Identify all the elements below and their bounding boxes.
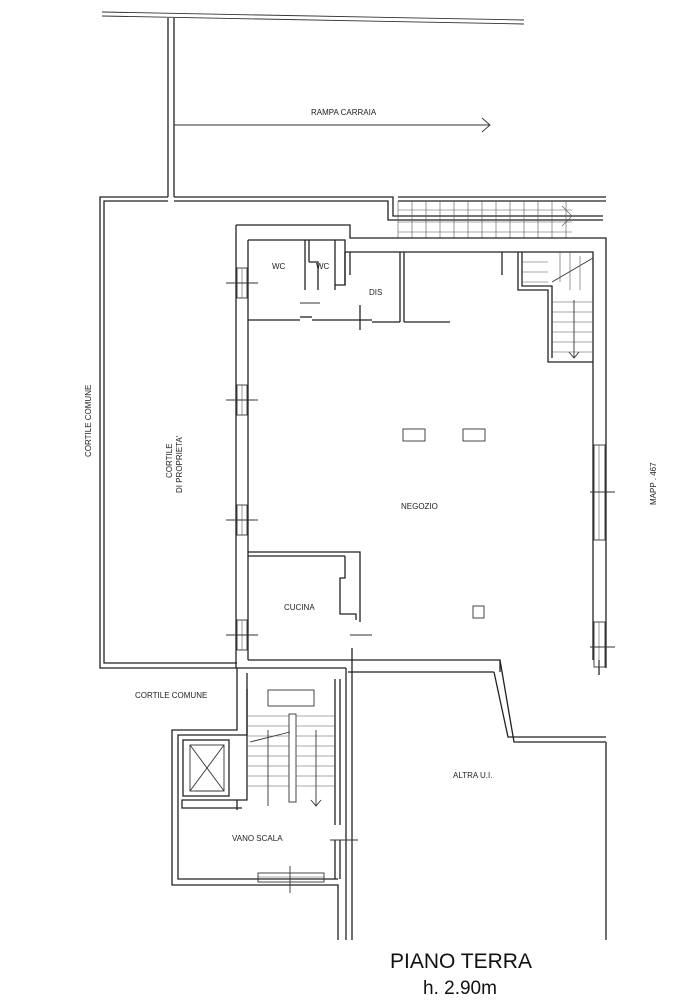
right-windows (590, 444, 615, 668)
cucina-label: CUCINA (284, 603, 315, 612)
internal-stair (517, 252, 594, 363)
ramp-arrow-icon (481, 117, 491, 133)
cortile-proprieta-label-1: CORTILE (165, 443, 174, 478)
stairwell-stairs (247, 689, 335, 807)
plan-height: h. 2.90m (423, 978, 497, 999)
stairwell-block (171, 668, 358, 940)
street-boundary (101, 11, 525, 25)
pillars (402, 428, 486, 619)
wc-label-2: WC (316, 262, 330, 271)
private-courtyard-outline (99, 196, 603, 669)
shop-outer-walls (235, 224, 607, 940)
negozio-label: NEGOZIO (401, 502, 438, 511)
elevator-icon (182, 739, 230, 797)
plan-title: PIANO TERRA (390, 950, 532, 973)
wc-label-1: WC (272, 262, 286, 271)
dis-label: DIS (369, 288, 382, 297)
top-grating (397, 196, 606, 238)
vano-scala-label: VANO SCALA (232, 834, 283, 843)
kitchen-walls (248, 551, 372, 660)
mapp-label: MAPP . 467 (649, 462, 658, 505)
cortile-comune-left-label: CORTILE COMUNE (84, 385, 93, 457)
ramp (167, 18, 491, 197)
altra-ui-label: ALTRA U.I. (453, 771, 492, 780)
ramp-label: RAMPA CARRAIA (311, 108, 377, 117)
cortile-proprieta-label-2: DI PROPRIETA' (175, 435, 184, 493)
bathrooms (248, 240, 503, 330)
cortile-comune-bottom-label: CORTILE COMUNE (135, 691, 207, 700)
left-windows (226, 267, 258, 651)
